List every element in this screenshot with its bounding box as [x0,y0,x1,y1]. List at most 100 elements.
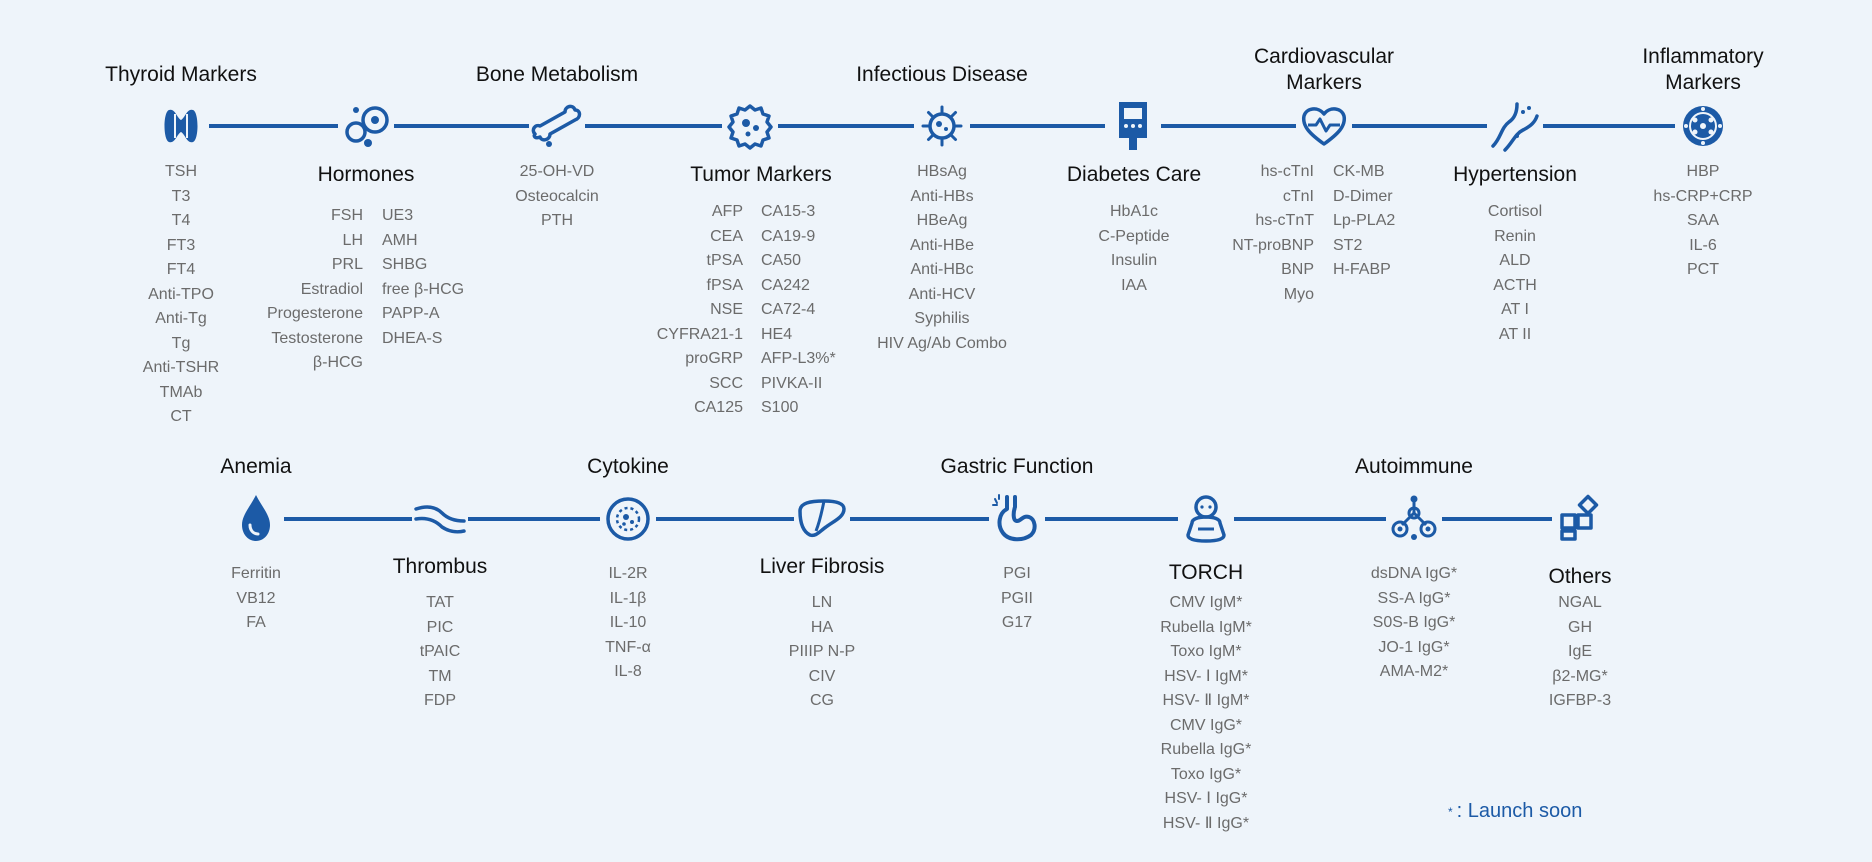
category-title-inflammatory: Inflammatory Markers [1642,45,1764,94]
list-thrombus: TAT PIC tPAIC TM FDP [420,591,461,714]
list-item: Anti-TSHR [142,359,220,376]
hormones-icon [338,98,394,154]
list-item: HSV- Ⅰ IgM* [1164,667,1248,685]
list-cardio-left: hs-cTnI cTnI hs-cTnT NT-proBNP BNP Myo [1218,160,1314,307]
list-gastric: PGI PGII G17 [1001,562,1033,636]
list-item: CEA [710,227,743,245]
list-item: CMV IgM* [1169,594,1243,611]
list-item: LN [811,594,833,611]
list-item: AMA-M2* [1379,663,1449,680]
list-item: Testosterone [271,329,363,347]
baby-icon [1178,491,1234,547]
list-item: AFP-L3%* [761,350,836,367]
list-item: AFP [711,203,743,220]
legend-star: * [1448,804,1453,819]
list-item: IL-10 [609,614,647,631]
list-item: IL-6 [1689,236,1717,254]
list-item: FA [246,614,266,631]
list-hypertension: Cortisol Renin ALD ACTH AT I AT II [1488,200,1542,347]
category-title-gastric: Gastric Function [940,455,1094,478]
list-item: HE4 [761,325,793,343]
list-item: CA15-3 [761,203,816,220]
heart-pulse-icon [1296,98,1352,154]
list-item: HSV- Ⅱ IgG* [1162,814,1250,832]
list-item: PGI [1003,565,1031,582]
list-item: CA242 [761,276,810,294]
list-item: CT [170,408,192,425]
list-inflammatory: HBP hs-CRP+CRP SAA IL-6 PCT [1653,160,1752,283]
list-item: DHEA-S [382,329,443,347]
category-title-thrombus: Thrombus [392,555,488,578]
list-infectious: HBsAg Anti-HBs HBeAg Anti-HBe Anti-HBc A… [877,160,1007,356]
list-hormones-right: UE3 AMH SHBG free β-HCG PAPP-A DHEA-S [382,204,464,351]
list-item: IL-2R [608,565,648,582]
list-item: free β-HCG [382,280,465,298]
list-torch: CMV IgM* Rubella IgM* Toxo IgM* HSV- Ⅰ I… [1160,591,1252,836]
list-item: IL-1β [609,589,647,607]
list-item: hs-cTnI [1260,163,1314,180]
list-item: PGII [1000,589,1034,607]
list-item: IAA [1121,276,1147,294]
list-item: D-Dimer [1333,187,1393,205]
blood-vessel-icon [1487,98,1543,154]
category-title-bone: Bone Metabolism [475,63,639,86]
list-item: CA50 [761,252,802,269]
list-bone: 25-OH-VD Osteocalcin PTH [515,160,599,234]
list-item: SAA [1686,212,1720,229]
list-item: hs-cTnT [1255,212,1314,229]
list-item: AMH [382,231,418,249]
list-item: UE3 [382,207,414,224]
category-title-torch: TORCH [1168,561,1244,584]
list-item: Cortisol [1487,203,1543,220]
list-item: tPAIC [419,643,461,660]
list-item: T4 [171,212,191,229]
list-item: Renin [1494,227,1536,245]
list-item: PIVKA-II [761,374,823,392]
list-item: PIIIP N-P [788,643,856,660]
category-title-diabetes: Diabetes Care [1066,163,1202,186]
list-item: C-Peptide [1098,227,1170,245]
list-item: T3 [171,187,191,205]
thyroid-icon [153,98,209,154]
list-item: HbA1c [1109,203,1159,220]
category-title-cardio: Cardiovascular Markers [1253,45,1395,94]
list-item: FT4 [166,261,196,278]
list-item: IGFBP-3 [1548,692,1612,709]
list-item: ACTH [1493,276,1537,294]
list-tumor-right: CA15-3 CA19-9 CA50 CA242 CA72-4 HE4 AFP-… [761,200,836,421]
list-item: Rubella IgM* [1160,618,1252,636]
list-item: tPSA [706,252,743,269]
list-item: hs-CRP+CRP [1653,187,1753,205]
list-item: Anti-HCV [908,285,976,303]
category-title-tumor: Tumor Markers [690,163,832,186]
liver-icon [794,491,850,547]
list-item: Tg [171,334,191,352]
list-item: fPSA [706,276,743,294]
list-item: Progesterone [266,305,363,322]
list-item: 25-OH-VD [519,163,595,180]
list-item: FDP [423,692,456,709]
list-item: Insulin [1110,252,1158,269]
list-item: AT II [1498,325,1532,343]
list-anemia: Ferritin VB12 FA [231,562,281,636]
legend-launch-soon: *: Launch soon [1448,800,1582,823]
tumor-cell-icon [722,98,778,154]
list-item: β-HCG [312,354,363,371]
list-item: HIV Ag/Ab Combo [877,334,1007,352]
list-item: ST2 [1333,236,1363,254]
list-item: Ferritin [231,565,281,582]
list-liver: LN HA PIIIP N-P CIV CG [789,591,855,714]
list-item: CIV [808,667,836,685]
legend-text: : Launch soon [1456,800,1583,822]
list-cytokine: IL-2R IL-1β IL-10 TNF-α IL-8 [605,562,651,685]
list-item: Osteocalcin [515,187,599,205]
category-title-thyroid: Thyroid Markers [105,63,257,86]
list-item: Syphilis [914,310,970,327]
category-title-hormones: Hormones [317,163,415,186]
list-autoimmune: dsDNA IgG* SS-A IgG* S0S-B IgG* JO-1 IgG… [1371,562,1457,685]
list-item: Lp-PLA2 [1333,212,1396,229]
list-item: CG [809,692,834,709]
list-item: ALD [1499,252,1531,269]
list-item: CK-MB [1333,163,1385,180]
list-item: IgE [1567,643,1593,660]
